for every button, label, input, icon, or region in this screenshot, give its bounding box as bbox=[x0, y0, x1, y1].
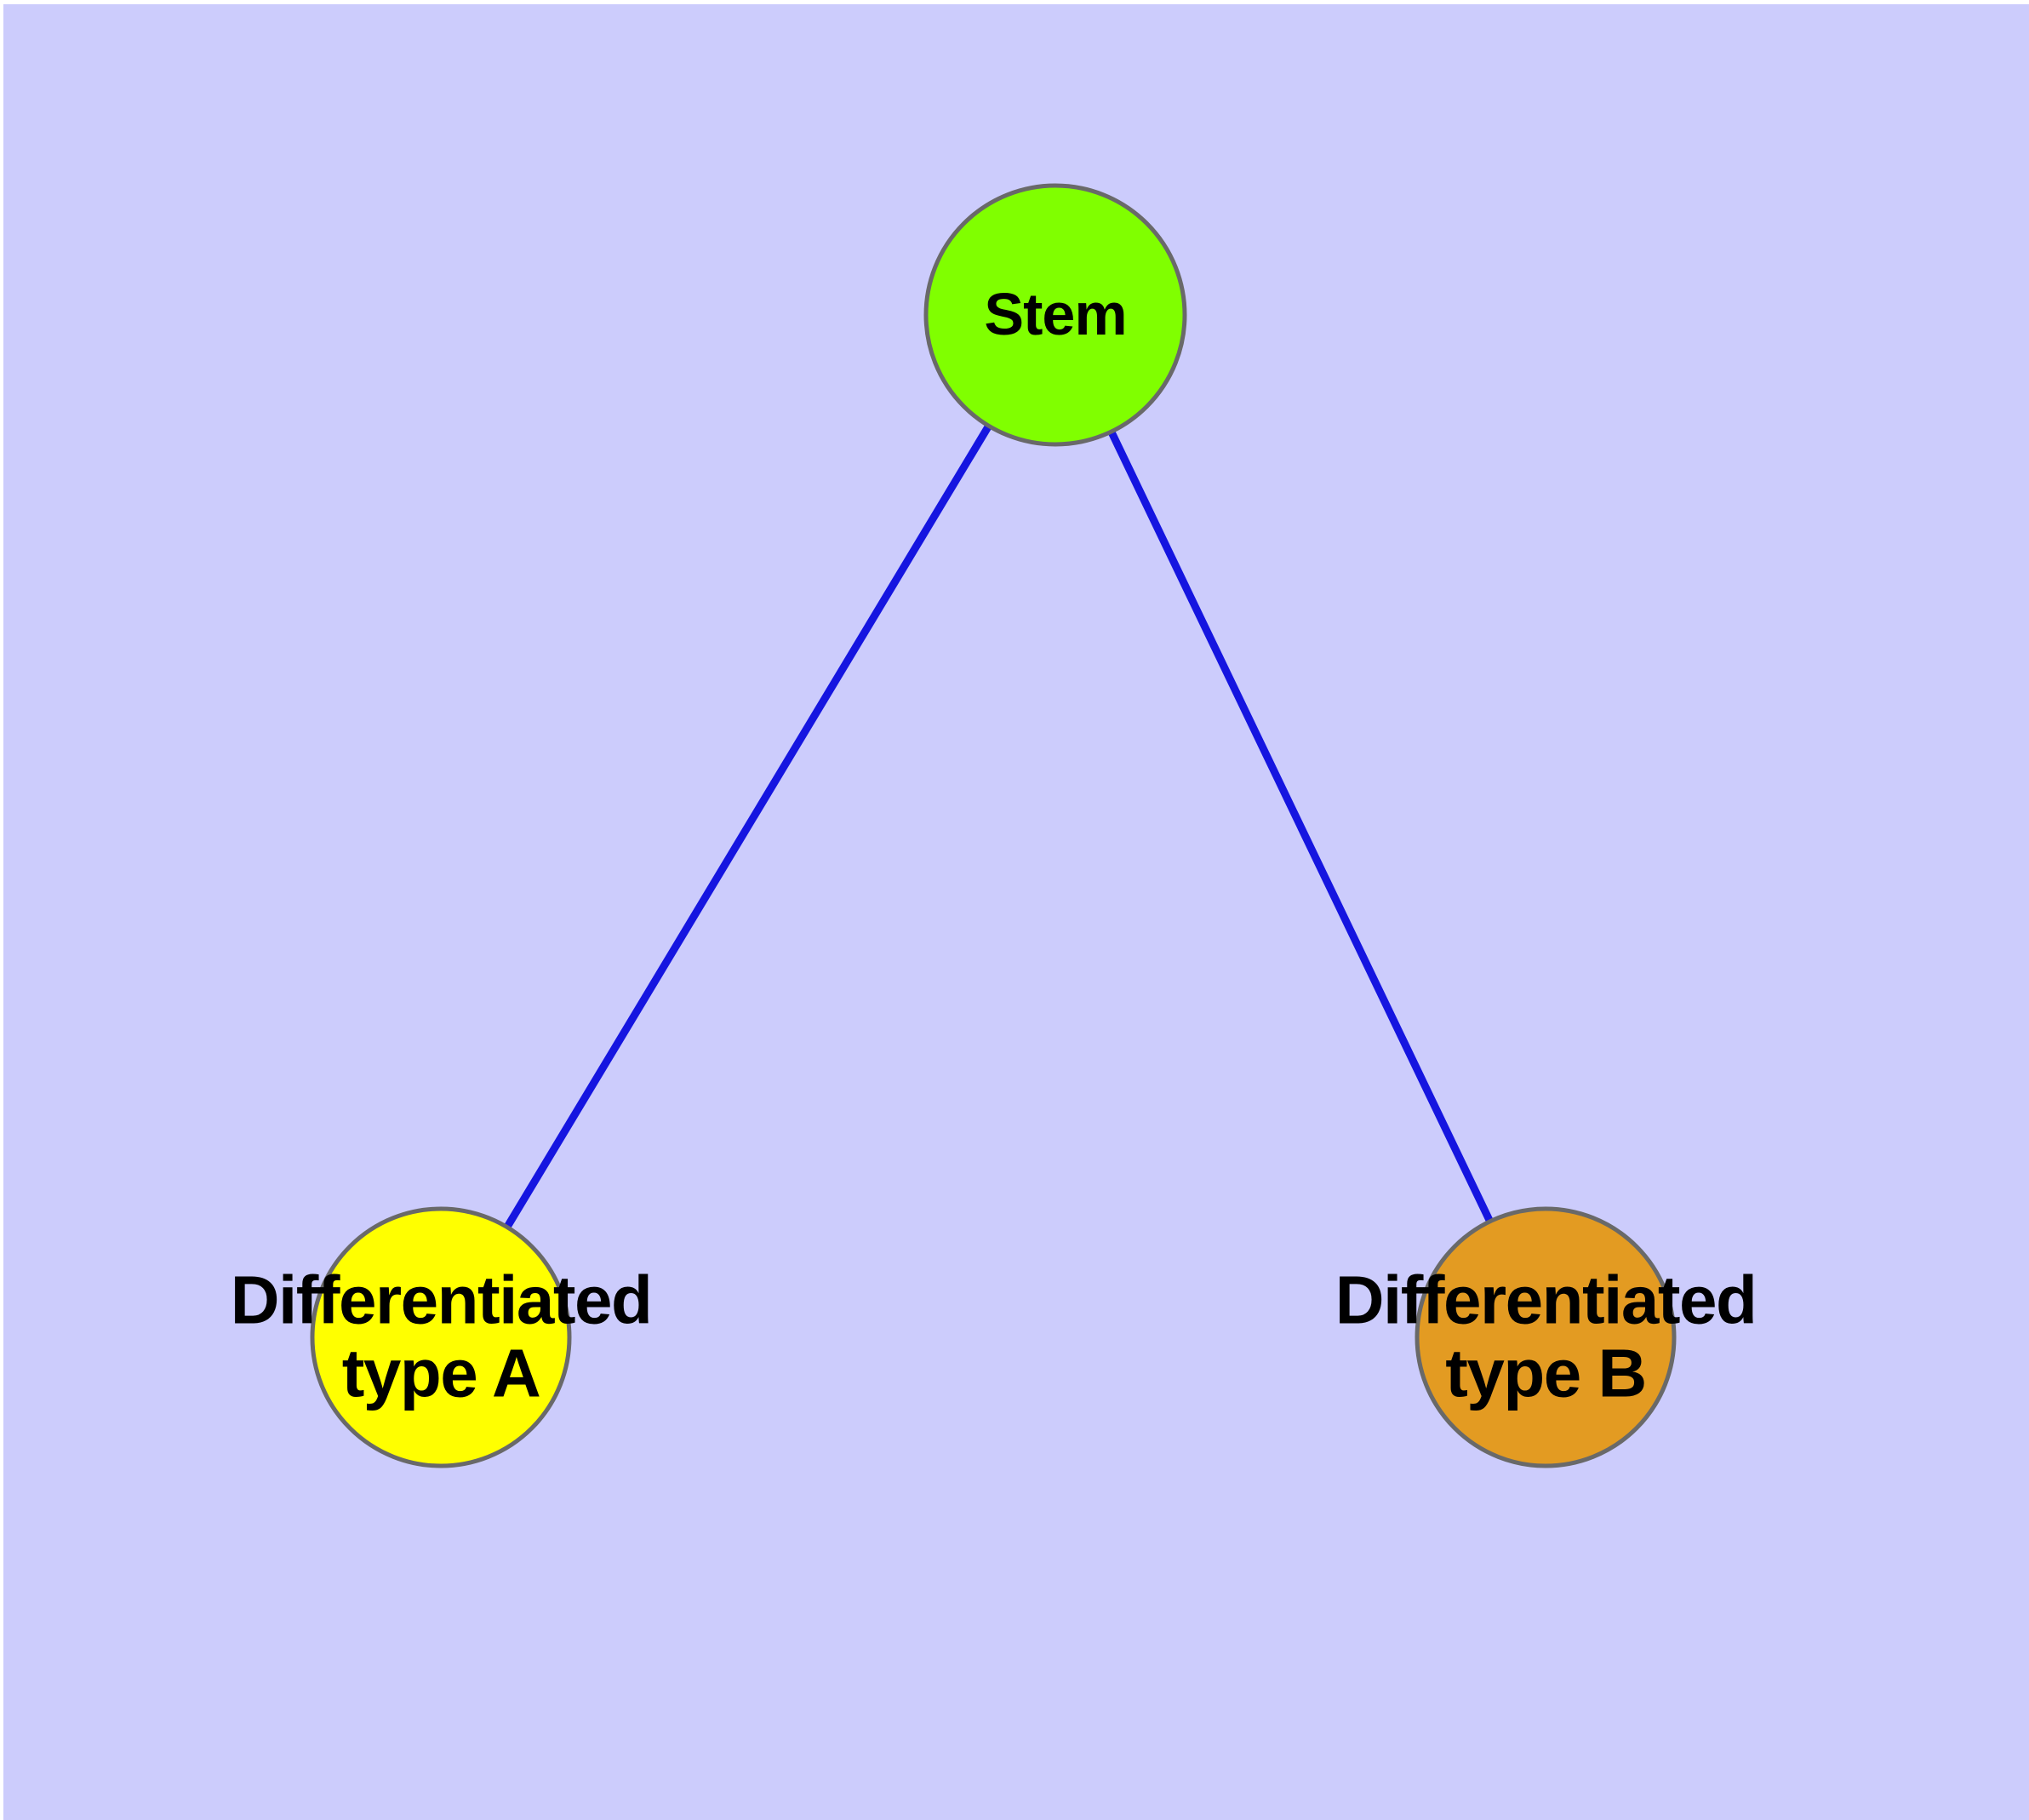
node-layer bbox=[310, 183, 1677, 1468]
node-differentiated-type-b[interactable] bbox=[1415, 1206, 1677, 1468]
edge-stem-to-differentiated-type-b[interactable] bbox=[1051, 313, 1550, 1339]
node-differentiated-type-a[interactable] bbox=[310, 1206, 572, 1468]
edge-layer bbox=[437, 312, 1550, 1340]
edge-stem-to-differentiated-type-a[interactable] bbox=[437, 312, 1059, 1340]
node-stem[interactable] bbox=[923, 183, 1187, 447]
